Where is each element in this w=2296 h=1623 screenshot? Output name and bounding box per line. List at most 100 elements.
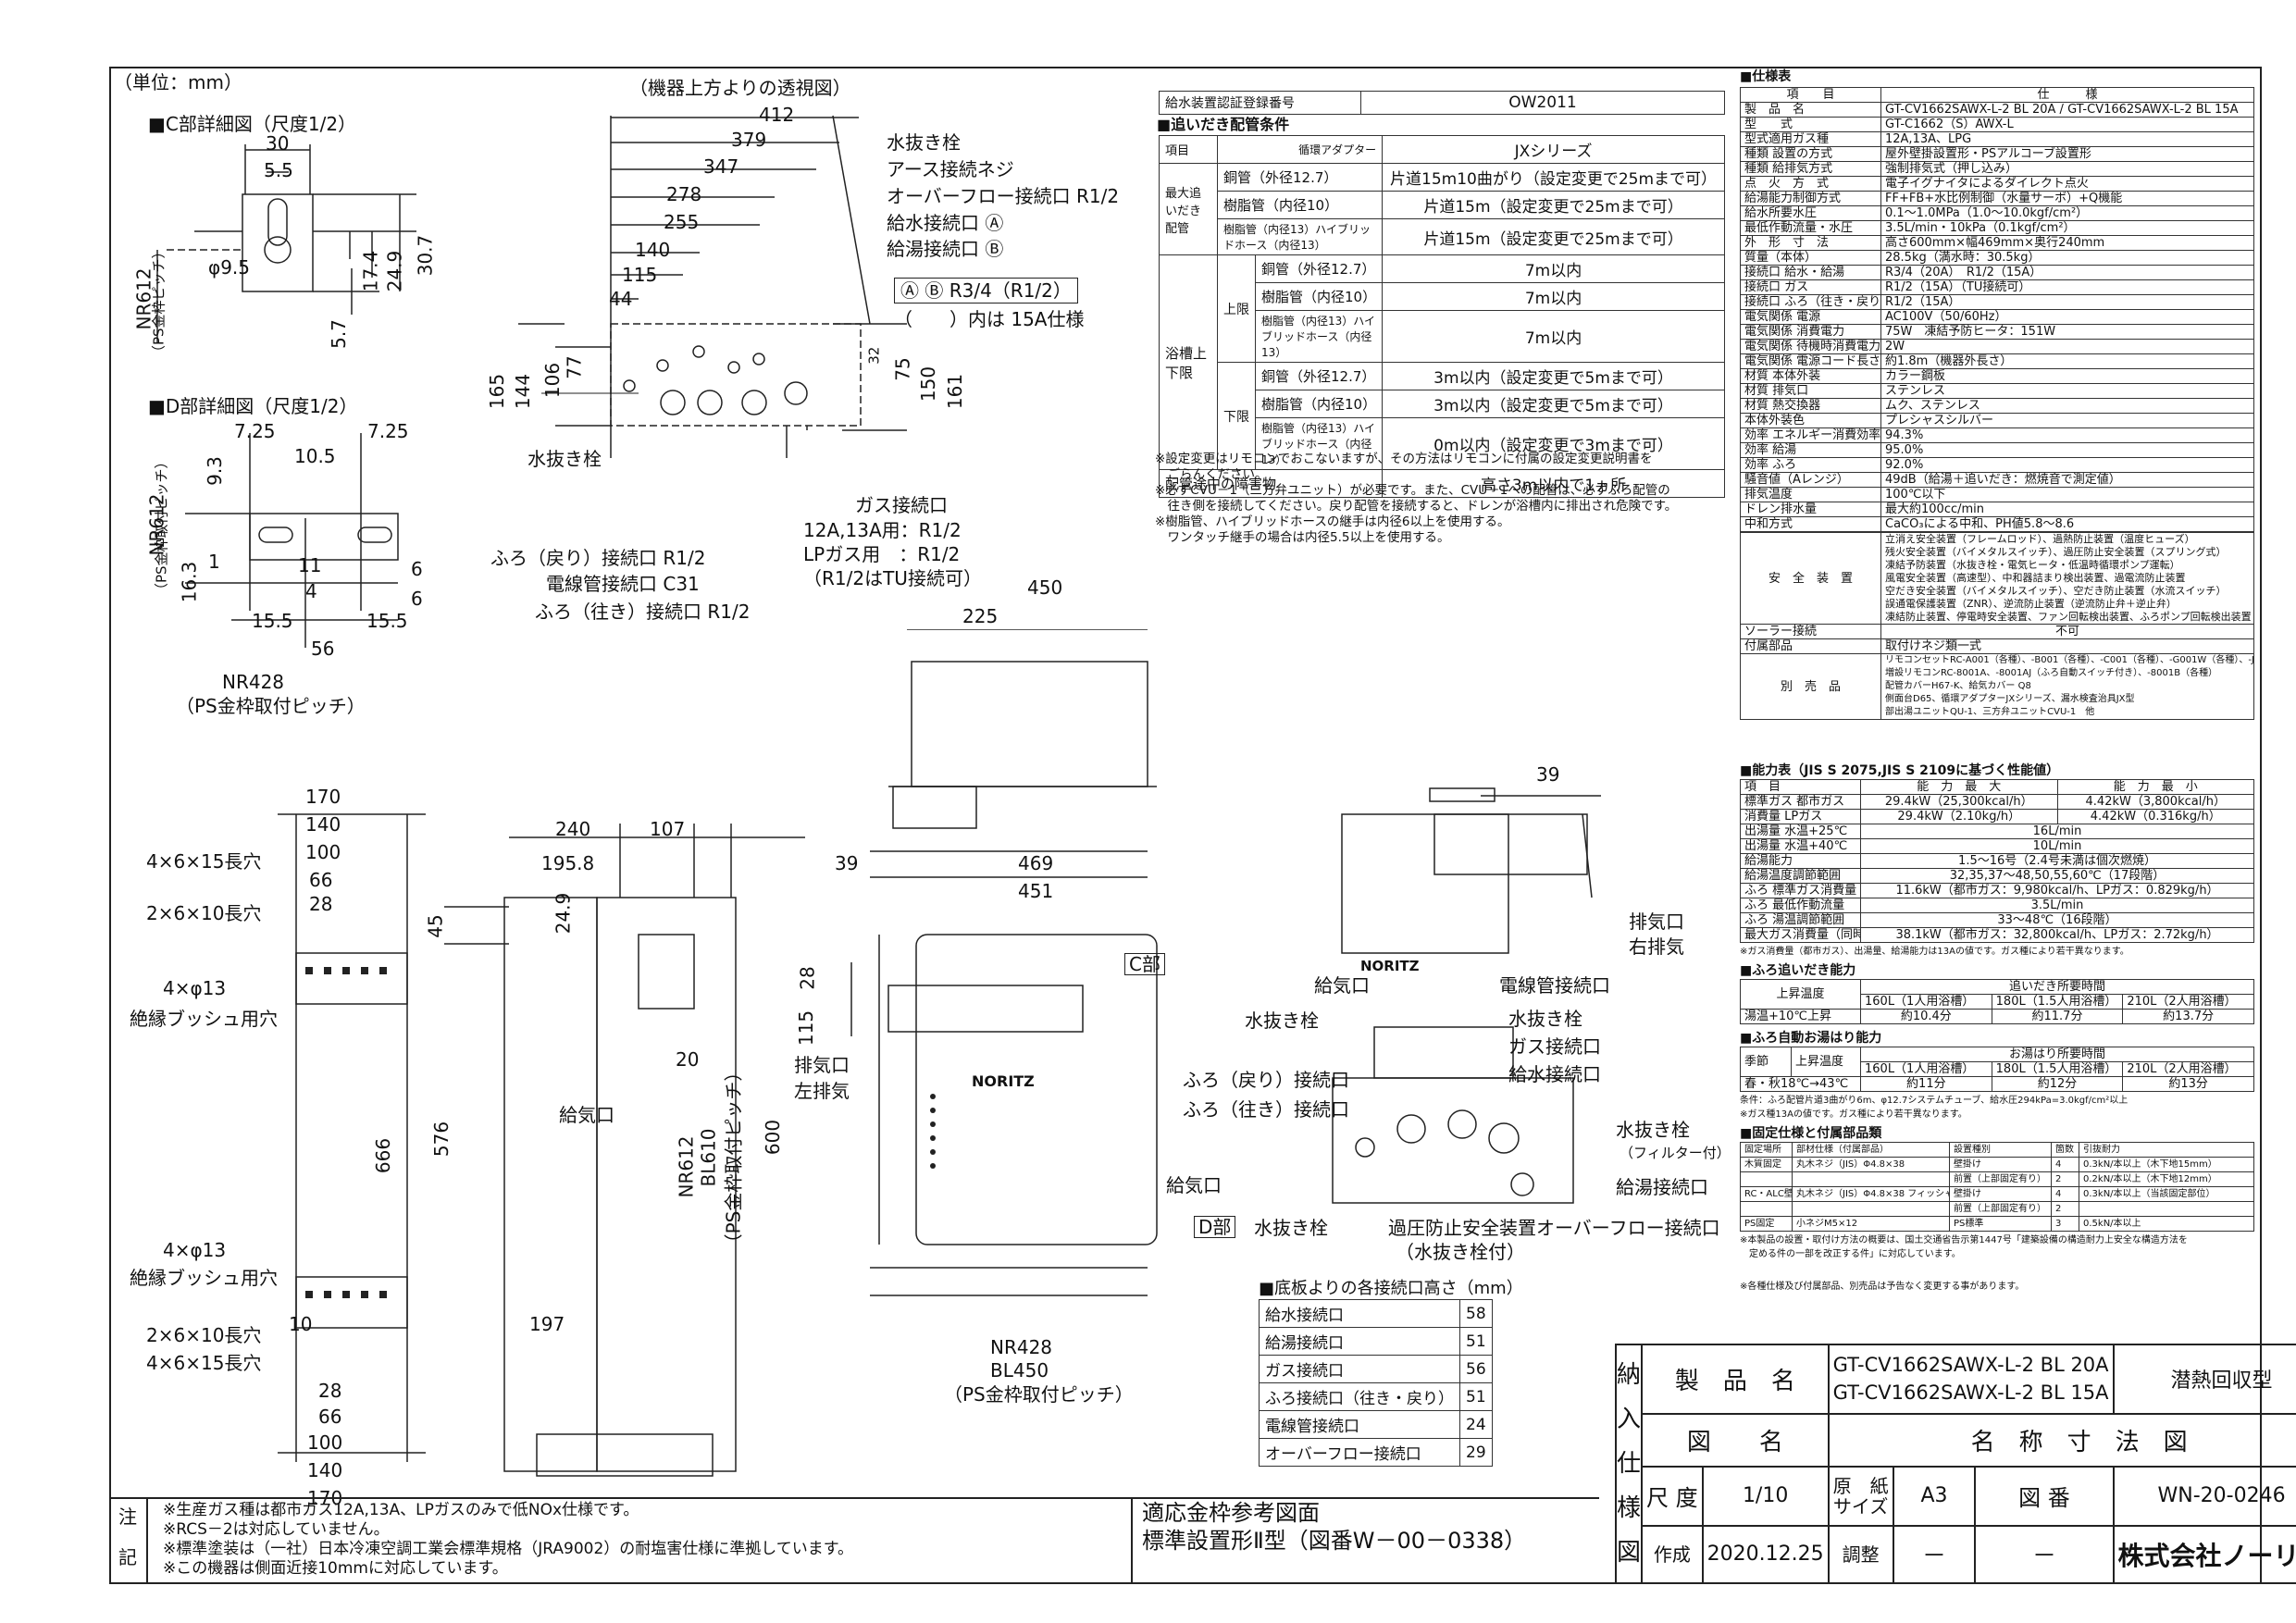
- reg-label: 給水装置認証登録番号: [1159, 91, 1361, 115]
- note-15a: （ ）内は 15A仕様: [894, 308, 1085, 330]
- safety-3: 風電安全装置（高速型）、中和器詰まり検出装置、過電流防止装置: [1885, 572, 2186, 584]
- spec-value: ステンレス: [1880, 383, 2254, 399]
- dim-side-28: 28: [309, 893, 333, 915]
- dim-side-140: 140: [305, 813, 341, 836]
- tb-seihin: 製 品 名: [1641, 1344, 1830, 1415]
- capacity-item: 出湯量 水温+40℃: [1740, 838, 1861, 854]
- spec-item: 電気関係 電源: [1740, 309, 1881, 325]
- spec-value: R1/2（15A）: [1880, 294, 2254, 310]
- auto-h2: お湯はり所要時間: [1860, 1047, 2254, 1062]
- spec-value: 92.0%: [1880, 457, 2254, 473]
- piping-r2-4: 樹脂管（内径10）: [1254, 390, 1384, 418]
- spec-item: 効率 給湯: [1740, 442, 1881, 458]
- piping-last: 配管途中の障害物: [1158, 469, 1384, 498]
- dim-side-45: 45: [424, 914, 447, 938]
- dim-1: 1: [208, 551, 220, 573]
- piping-note-5: ワンタッチ継手の場合は内径5.5以上を使用する。: [1155, 530, 1450, 545]
- dim-115-front: 115: [795, 1010, 818, 1047]
- dim-side-197: 197: [529, 1313, 565, 1335]
- betsu-2: 配管カバーH67-K、給気カバー Q8: [1885, 681, 2031, 691]
- fix-header-cell: 部材仕様（付属部品）: [1792, 1142, 1950, 1158]
- dim-6a: 6: [411, 558, 423, 580]
- label-bushing-bot: 絶縁ブッシュ用穴: [130, 1267, 278, 1289]
- spec-value: 49dB（給湯＋追いだき：燃焼音で測定値）: [1880, 472, 2254, 488]
- spec-value: 電子イグナイタによるダイレクト点火: [1880, 176, 2254, 192]
- auto-v2: 約13分: [2122, 1076, 2254, 1092]
- dim-bot-28: 28: [318, 1380, 342, 1402]
- label-furo-yuki: ふろ（往き）接続口 R1/2: [535, 601, 751, 623]
- fix-cell: 2: [2051, 1171, 2079, 1187]
- dim-5-5: 5.5: [264, 159, 293, 181]
- dim-56: 56: [311, 638, 335, 660]
- notes-label-2: 記: [118, 1546, 137, 1568]
- capacity-value: 能 力 最 小: [2056, 779, 2254, 795]
- spec-value: 屋外壁掛設置形・PSアルコーブ設置形: [1880, 146, 2254, 162]
- spec-item: 本体外装色: [1740, 413, 1881, 428]
- dim-side-666: 666: [372, 1137, 395, 1174]
- spec-item: 電気関係 電源コード長さ: [1740, 353, 1881, 369]
- spec-item: 接続口 ガス: [1740, 279, 1881, 295]
- top-view-title: （機器上方よりの透視図）: [629, 77, 851, 99]
- label-ps-front: （PS金枠取付ピッチ）: [944, 1383, 1134, 1406]
- label-nr612-side: NR612: [675, 1135, 698, 1198]
- label-haiki-right: 排気口: [1629, 911, 1684, 933]
- piping-h-item: 項目: [1159, 135, 1218, 164]
- dim-4: 4: [305, 580, 317, 602]
- notes-box: [109, 1497, 1599, 1586]
- fix-cell: 前置（上部固定有り）: [1949, 1201, 2052, 1217]
- spec-value: 28.5kg（満水時：30.5kg）: [1880, 250, 2254, 266]
- auto-title: ■ふろ自動お湯はり能力: [1740, 1031, 1882, 1046]
- fix-cell: 丸木ネジ（JIS）Φ4.8×38 フィッシャープラグSX 6×30: [1792, 1186, 1950, 1202]
- label-bot-mizunuki4: 水抜き栓: [1616, 1119, 1690, 1141]
- fix-cell: 4: [2051, 1186, 2079, 1202]
- piping-r2-1v: 7m以内: [1382, 282, 1725, 311]
- detail-d-nr-sub: （PS金枠取付ピッチ）: [153, 454, 170, 598]
- dim-347: 347: [703, 155, 739, 178]
- capacity-item: 出湯量 水温+25℃: [1740, 824, 1861, 839]
- capacity-value: 32,35,37～48,50,55,60℃（17段階）: [1860, 868, 2254, 884]
- piping-r1-1: 樹脂管（内径10）: [1216, 191, 1384, 219]
- piping-r1-1v: 片道15m（設定変更で25mまで可）: [1382, 191, 1725, 219]
- tb-dash1: －: [1892, 1524, 1977, 1585]
- piping-r2-3v: 3m以内（設定変更で5mまで可）: [1382, 362, 1725, 390]
- label-bl610: BL610: [697, 1128, 720, 1187]
- dim-24-9-side: 24.9: [552, 892, 575, 935]
- piping-r2-3: 銅管（外径12.7）: [1254, 362, 1384, 390]
- label-kyuto: 給湯接続口 Ⓑ: [887, 238, 1004, 260]
- capacity-item: 最大ガス消費量（同時使用時）: [1740, 927, 1861, 943]
- auto-col-0: 160L（1人用浴槽）: [1860, 1061, 1992, 1077]
- dim-11: 11: [298, 554, 322, 576]
- height-label: ふろ接続口（往き・戻り）: [1259, 1382, 1460, 1411]
- spec-value: 約1.8m（機器外長さ）: [1880, 353, 2254, 369]
- safety-0: 立消え安全装置（フレームロッド）、過熱防止装置（温度ヒューズ）: [1885, 533, 2195, 546]
- dim-7-25a: 7.25: [234, 420, 276, 442]
- fix-cell: 壁掛け: [1949, 1157, 2052, 1172]
- fix-cell: [1792, 1171, 1950, 1187]
- dim-278: 278: [666, 183, 702, 205]
- dim-576: 576: [430, 1121, 453, 1158]
- fix-cell: 小ネジM5×12: [1792, 1216, 1950, 1232]
- spec-row: 材質 排気口ステンレス: [1740, 383, 2254, 399]
- spec-value: CaCO₃による中和、PH値5.8～8.6: [1880, 516, 2254, 532]
- label-d-part: D部: [1194, 1216, 1236, 1238]
- dim-10-5: 10.5: [294, 445, 336, 467]
- spec-value: FF+FB+水比例制御（水量サーボ）+Q機能: [1880, 191, 2254, 206]
- capacity-title: ■能力表（JIS S 2075,JIS S 2109に基づく性能値）: [1740, 763, 2060, 778]
- piping-note-0: ※設定変更はリモコンでおこないますが、その方法はリモコンに付属の設定変更説明書を: [1155, 452, 1653, 466]
- dim-106: 106: [541, 362, 565, 399]
- note-r34: Ⓐ Ⓑ R3/4（R1/2）: [894, 278, 1078, 304]
- capacity-item: ふろ 湯温調節範囲: [1740, 912, 1861, 928]
- dim-144: 144: [512, 373, 535, 410]
- capacity-value: 11.6kW（都市ガス：9,980kcal/h、LPガス：0.829kg/h）: [1860, 883, 2254, 898]
- dim-107: 107: [650, 818, 686, 840]
- capacity-value: 29.4kW（25,300kcal/h）: [1860, 794, 2058, 810]
- piping-r2-1: 樹脂管（内径10）: [1254, 282, 1384, 311]
- note-line-1: ※RCS－2は対応していません。: [163, 1520, 390, 1539]
- capacity-value: 29.4kW（2.10kg/h）: [1860, 809, 2058, 824]
- spec-title: ■仕様表: [1740, 69, 1792, 84]
